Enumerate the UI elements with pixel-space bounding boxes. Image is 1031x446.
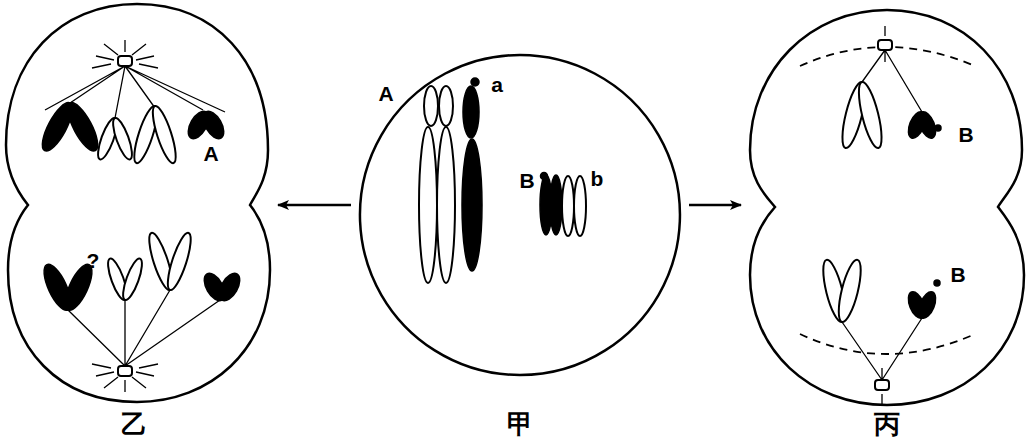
chromosome xyxy=(419,78,586,283)
gene-label: b xyxy=(591,168,604,189)
cell-caption: 乙 xyxy=(121,411,147,437)
chromosome xyxy=(819,80,941,324)
cell-outline xyxy=(745,5,1028,442)
gene-label: B xyxy=(958,124,973,145)
chromosome xyxy=(37,99,228,165)
arrow xyxy=(278,204,351,207)
cell: AaBb 甲 xyxy=(355,50,685,442)
arrow xyxy=(689,204,741,207)
gene-label: B xyxy=(950,264,965,285)
cell-membrane xyxy=(360,55,680,375)
cell-outline xyxy=(355,50,685,442)
cell-outline xyxy=(2,2,274,442)
cell-membrane xyxy=(750,10,1024,405)
gene-label: B xyxy=(519,170,534,191)
gene-label: a xyxy=(491,74,503,95)
cell: B B 丙 xyxy=(745,5,1028,442)
cell-membrane xyxy=(6,4,270,402)
chromosome xyxy=(39,231,244,314)
cell-caption: 甲 xyxy=(507,411,533,437)
gene-label: A xyxy=(203,143,218,164)
spindle xyxy=(800,26,975,404)
spindle xyxy=(45,40,225,392)
gene-label: ? xyxy=(87,250,100,271)
cell-caption: 丙 xyxy=(874,411,900,437)
cell: A? 乙 xyxy=(2,2,274,442)
gene-label: A xyxy=(378,83,393,104)
